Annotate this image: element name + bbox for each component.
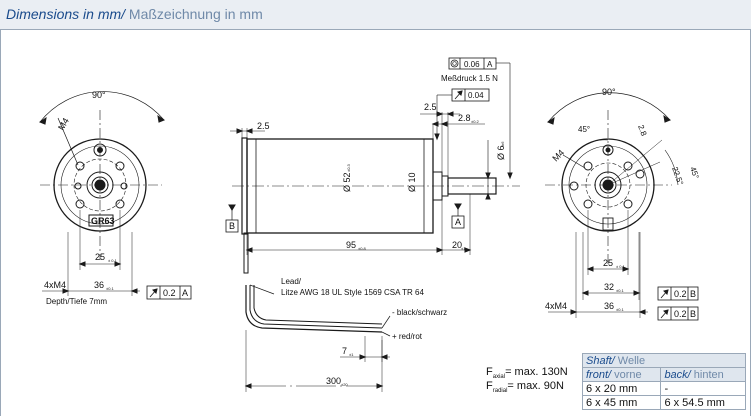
strip-tol: ±1: [349, 352, 354, 357]
lead-label-2: Litze AWG 18 UL Style 1569 CSA TR 64: [281, 288, 424, 297]
front-tol-datum: A: [182, 288, 188, 298]
rear-angle-225: 22.5°: [670, 166, 685, 187]
datum-b-label: B: [229, 221, 235, 231]
radial-force-symbol: F: [486, 380, 493, 392]
rear-angle-label: 90°: [602, 87, 616, 97]
body-diameter: Ø 52: [342, 172, 352, 192]
front-thread-count: 4xM4: [44, 280, 66, 290]
rear-dim-32-tol: ±0.1: [616, 288, 625, 293]
shaft-length: 20: [452, 240, 462, 250]
offset-dim: 2.8: [458, 113, 471, 123]
runout-value: 0.06: [464, 60, 480, 69]
shaft-table-front-header: front/ vorne: [581, 367, 662, 382]
title-german: Maßzeichnung in mm: [125, 6, 263, 22]
shaft-length-tol: ±1: [461, 246, 466, 251]
rear-pitch-tol: ± 0.1: [616, 264, 626, 269]
shaft-front-cell: 6 x 45 mm: [581, 395, 662, 410]
rear-angle-45a: 45°: [578, 125, 590, 134]
body-diameter-tol: ±0.3: [346, 163, 351, 172]
rear-offset-dim: 2.8: [636, 124, 648, 138]
wire-red-label: + red/rot: [392, 332, 423, 341]
radial-force: Fradial= max. 90N: [486, 380, 564, 394]
runout-datum: A: [487, 60, 493, 69]
shaft-table-back-header: back/ hinten: [660, 367, 746, 382]
front-depth-dim: 36: [94, 280, 104, 290]
perpendicularity-value: 0.04: [468, 91, 484, 100]
rear-tol-datum-1: B: [690, 289, 696, 299]
axial-force: Faxial= max. 130N: [486, 366, 568, 380]
header-bar: Dimensions in mm/ Maßzeichnung in mm: [0, 0, 751, 30]
flange-dim: 2.5: [257, 121, 270, 131]
rear-depth-tol: ±0.1: [616, 307, 625, 312]
rear-tol-datum-2: B: [690, 309, 696, 319]
front-view: [38, 91, 192, 300]
axial-force-value: = max. 130N: [505, 366, 568, 378]
lead-wires: [244, 284, 391, 392]
shaft-table: Shaft/ Welle front/ vorne back/ hinten 6…: [581, 353, 746, 410]
shaft-back-cell: 6 x 54.5 mm: [660, 395, 746, 410]
depth-note: Depth/Tiefe 7mm: [46, 297, 107, 306]
rear-view: [545, 92, 699, 321]
radial-force-sub: radial: [492, 388, 508, 395]
shaft-front-cell: 6 x 20 mm: [581, 381, 662, 396]
rear-thread-label: M4: [550, 147, 566, 163]
offset-tol: ±0.2: [471, 119, 480, 124]
shaft-table-title: Shaft/ Welle: [582, 353, 746, 368]
table-row: 6 x 45 mm 6 x 54.5 mm: [581, 395, 746, 410]
rear-dim-32: 32: [604, 282, 614, 292]
lead-length: 300: [326, 376, 341, 386]
axial-force-sub: axial: [492, 374, 506, 381]
body-length-tol: ±0.8: [358, 246, 367, 251]
pin-diameter: Ø 6: [496, 145, 506, 160]
rear-tol-value-2: 0.2: [674, 309, 687, 319]
rear-thread-count: 4xM4: [545, 301, 567, 311]
pressure-note: Meßdruck 1.5 N: [441, 74, 498, 83]
page-title: Dimensions in mm/ Maßzeichnung in mm: [6, 6, 263, 22]
shaft-diameter: Ø 10: [407, 172, 417, 192]
table-row: 6 x 20 mm -: [581, 381, 746, 396]
lead-length-tol: ±20: [341, 382, 348, 387]
rear-depth-dim: 36: [604, 301, 614, 311]
front-angle-label: 90°: [92, 90, 106, 100]
rear-pitch-dim: 25: [603, 258, 613, 268]
datum-a-label: A: [455, 217, 461, 227]
pin-tolerance: h6: [500, 141, 505, 146]
strip-dim: 7: [342, 346, 347, 356]
rear-angle-45b: 45°: [688, 166, 701, 180]
front-pitch-tol: ± 0.1: [108, 258, 118, 263]
front-tol-value: 0.2: [163, 288, 176, 298]
front-depth-tol: ±0.1: [106, 286, 115, 291]
radial-force-value: = max. 90N: [507, 380, 564, 392]
side-view: [225, 57, 520, 274]
rear-tol-value-1: 0.2: [674, 289, 687, 299]
axial-force-symbol: F: [486, 366, 493, 378]
wire-black-label: - black/schwarz: [392, 308, 447, 317]
motor-model-label: GR63: [91, 216, 115, 226]
front-pitch-dim: 25: [95, 252, 105, 262]
shaft-back-cell: -: [660, 381, 746, 396]
title-english: Dimensions in mm/: [6, 6, 126, 22]
body-length: 95: [346, 240, 356, 250]
lead-label-1: Lead/: [281, 277, 302, 286]
boss-dim: 2.5: [424, 102, 437, 112]
